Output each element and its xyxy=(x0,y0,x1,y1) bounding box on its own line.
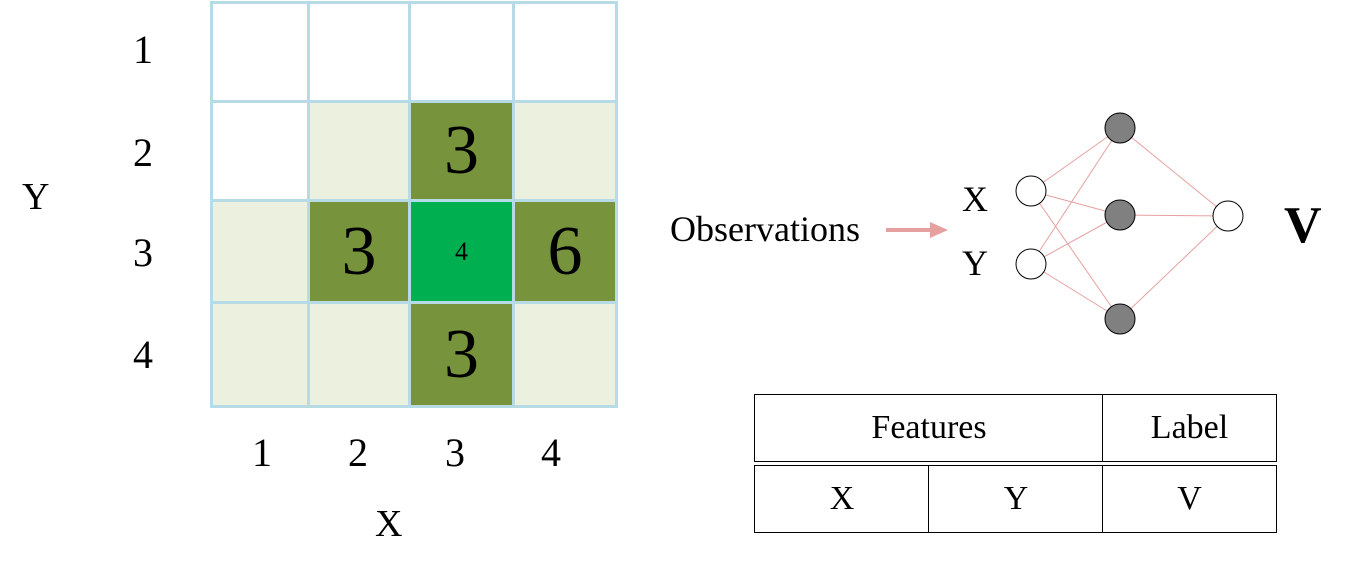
grid-cell-r3-c4: 6 xyxy=(512,199,618,304)
nn-edge-in1-h3 xyxy=(1030,190,1121,320)
col-label-1: 1 xyxy=(252,430,272,475)
grid-cell-r2-c3: 3 xyxy=(408,100,515,202)
nn-input-node-1 xyxy=(1015,175,1047,207)
row-label-2: 2 xyxy=(133,130,153,175)
nn-hidden-node-2 xyxy=(1104,199,1136,231)
row-label-3: 3 xyxy=(133,230,153,275)
grid-cell-r1-c3 xyxy=(408,1,515,103)
grid-cell-r1-c1 xyxy=(210,1,310,103)
grid-cell-r3-c1 xyxy=(210,199,310,304)
grid-cell-r1-c4 xyxy=(512,1,618,103)
nn-input-node-2 xyxy=(1015,248,1047,280)
col-label-4: 4 xyxy=(541,430,561,475)
grid-cell-r4-c4 xyxy=(512,301,618,408)
observations-label: Observations xyxy=(670,209,860,249)
features-label-table: Features Label X Y V xyxy=(754,394,1277,533)
y-axis-title: Y xyxy=(22,176,50,218)
grid-cell-r4-c2 xyxy=(307,301,411,408)
grid-cell-value: 3 xyxy=(444,112,479,189)
grid-cell-r3-c3: 4 xyxy=(408,199,515,304)
nn-edge-h1-out xyxy=(1119,127,1229,217)
row-label-1: 1 xyxy=(133,27,153,72)
table-header-label: Label xyxy=(1102,394,1277,462)
grid-cell-r3-c2: 3 xyxy=(307,199,411,304)
neural-network xyxy=(1015,112,1244,335)
nn-output-node xyxy=(1212,200,1244,232)
grid-cell-value: 3 xyxy=(341,212,377,290)
nn-edge-in2-h3 xyxy=(1030,263,1121,320)
grid-cell-r2-c2 xyxy=(307,100,411,202)
row-label-4: 4 xyxy=(133,332,153,377)
table-cell-y: Y xyxy=(928,465,1104,533)
grid-cell-value: 3 xyxy=(444,315,479,393)
nn-output-label: V xyxy=(1284,197,1322,254)
x-axis-title: X xyxy=(375,503,403,545)
nn-hidden-node-3 xyxy=(1104,303,1136,335)
grid-cell-r2-c4 xyxy=(512,100,618,202)
grid-cell-r4-c3: 3 xyxy=(408,301,515,408)
table-cell-v: V xyxy=(1102,465,1277,533)
nn-edge-h2-out xyxy=(1119,214,1229,217)
nn-edge-in1-h1 xyxy=(1030,127,1121,192)
grid-cell-r2-c1 xyxy=(210,100,310,202)
nn-edge-in2-h2 xyxy=(1030,214,1121,265)
col-label-3: 3 xyxy=(445,430,465,475)
nn-input-label-y: Y xyxy=(962,243,988,283)
table-cell-x: X xyxy=(754,465,930,533)
nn-hidden-node-1 xyxy=(1104,112,1136,144)
nn-input-label-x: X xyxy=(962,179,988,219)
grid-cell-value: 4 xyxy=(455,236,468,266)
nn-edge-h3-out xyxy=(1119,215,1229,320)
col-label-2: 2 xyxy=(348,430,368,475)
observations-arrow xyxy=(886,222,948,238)
grid-cell-r4-c1 xyxy=(210,301,310,408)
grid-cell-value: 6 xyxy=(547,212,583,290)
table-header-features: Features xyxy=(754,394,1104,462)
grid-cell-r1-c2 xyxy=(307,1,411,103)
nn-edge-in2-h1 xyxy=(1030,127,1121,265)
